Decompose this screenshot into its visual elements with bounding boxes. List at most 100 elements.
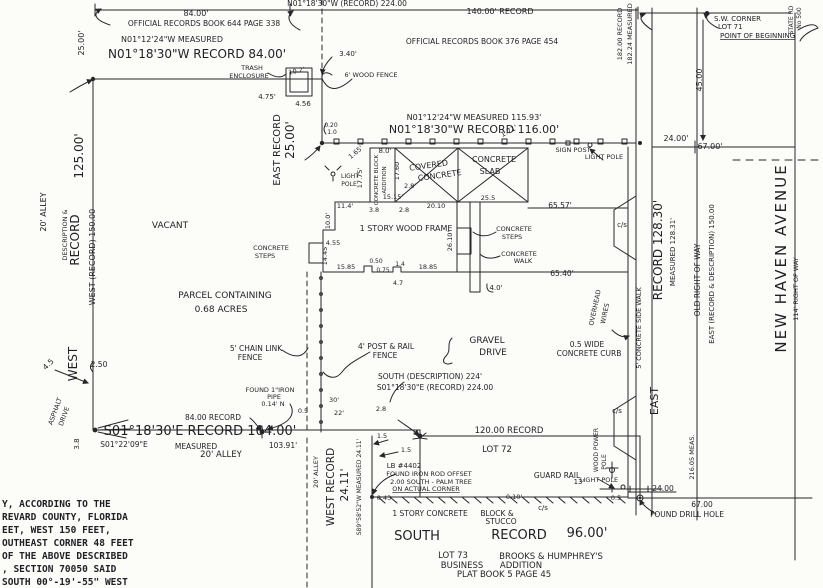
survey-label: ON ACTUAL CORNER — [392, 485, 460, 493]
survey-label: 67.00' — [697, 142, 722, 151]
survey-label: OF THE ABOVE DESCRIBED — [2, 551, 128, 562]
dimension-lines — [94, 3, 819, 505]
top-dim-84: 84.00' — [183, 9, 208, 18]
wood-frame-label: 1 STORY WOOD FRAME — [360, 224, 453, 233]
survey-label: N01°18'30"W RECORD 116.00' — [389, 123, 559, 136]
survey-label: EET, WEST 150 FEET, — [2, 525, 111, 536]
wood-fence-posts — [333, 138, 628, 145]
found-iron-pipe-label: FOUND 1"IRON — [245, 386, 294, 394]
survey-label: RECORD — [491, 528, 547, 543]
survey-label: 0.5 — [298, 407, 308, 415]
survey-label: 10.2' — [288, 65, 306, 76]
survey-label: 17.60 — [393, 162, 401, 181]
survey-label: 1.5 — [401, 446, 411, 454]
survey-label: 216.05 MEAS. — [688, 434, 696, 479]
survey-label: STATE RD — [788, 5, 795, 34]
concrete-slab-label: CONCRETE — [472, 155, 516, 164]
survey-label: 18.85 — [419, 263, 438, 271]
survey-label: 96.00' — [567, 526, 608, 541]
survey-label: ADDITION — [500, 561, 542, 571]
survey-label: 20.10 — [427, 202, 446, 210]
concrete-steps-west-label: CONCRETE — [253, 244, 289, 252]
survey-label: 0.5 — [611, 494, 621, 502]
sidewalk-label: 5' CONCRETE SIDE WALK — [635, 287, 643, 369]
survey-label: 24.11' — [339, 469, 351, 502]
survey-label: 1.0 — [327, 129, 337, 136]
survey-label: 14.45 — [321, 247, 329, 266]
survey-label: 2.50 — [91, 360, 108, 369]
south-alley-label: 20' ALLEY — [200, 450, 243, 460]
survey-label: BLOCK & — [480, 509, 513, 518]
survey-label: 24.00' — [663, 134, 688, 143]
south-line-label: SOUTH — [394, 529, 440, 544]
survey-label: 120.00 RECORD — [475, 426, 544, 436]
survey-label: 25.5 — [481, 194, 495, 202]
leader-lines — [54, 8, 819, 515]
survey-label: No 500 — [796, 7, 803, 29]
lot-73-label: LOT 73 — [438, 551, 468, 561]
survey-label: 0.43 — [377, 494, 391, 502]
survey-label: MEASURED 128.31' — [669, 218, 677, 286]
survey-label: 15.85 — [337, 263, 356, 271]
north-line-record: N01°18'30"W RECORD 84.00' — [108, 47, 286, 61]
survey-label: ADDITION — [382, 166, 388, 193]
survey-label: SOUTH (DESCRIPTION) 224' — [378, 372, 482, 381]
old-row-label: OLD RIGHT OF WAY — [693, 243, 702, 316]
survey-label: 1.65' — [347, 144, 365, 161]
survey-label: 2.8' — [404, 182, 416, 190]
pole-symbols — [324, 140, 626, 490]
survey-label: WIRES — [599, 302, 611, 324]
survey-label: S89°58'52"W MEASURED 24.11' — [356, 438, 363, 535]
survey-label: c/s — [612, 407, 622, 415]
survey-label: 0.50 — [369, 258, 383, 265]
survey-label: , SECTION 70050 SAID — [2, 564, 117, 575]
survey-label: 3.8 — [369, 206, 379, 214]
east-line-record: RECORD 128.30' — [651, 200, 665, 300]
trash-enclosure — [285, 67, 313, 97]
survey-label: SLAB — [480, 167, 501, 176]
survey-label: FENCE — [373, 351, 398, 360]
survey-label: DRIVE — [479, 348, 507, 358]
west-line-dim: 125.00' — [72, 133, 86, 178]
concrete-block-addition-label: CONCRETE BLOCK — [374, 154, 380, 205]
survey-label: N01°12'24"W MEASURED — [121, 35, 223, 44]
description-text: Y, ACCORDING TO THE — [2, 499, 111, 510]
survey-label: 4.7 — [393, 279, 403, 287]
survey-label: LOT 71 — [718, 23, 743, 31]
survey-label: MEASURED — [175, 442, 218, 451]
gravel-drive-label: GRAVEL — [469, 336, 504, 346]
found-drill-hole-label: FOUND DRILL HOLE — [650, 510, 724, 519]
survey-label: 65.57' — [548, 201, 572, 210]
light-pole-label: LIGHT POLE — [585, 153, 623, 161]
light-pole-icon — [330, 171, 336, 177]
survey-label: LIGHT — [341, 173, 359, 180]
survey-label: POLE — [601, 454, 608, 470]
survey-label: ENCLOSURE — [229, 72, 269, 80]
survey-label: POLE — [341, 181, 357, 188]
labels-layer: 84.00'N01°18'30"W (RECORD) 224.00140.00'… — [2, 0, 803, 588]
survey-label: WEST — [66, 346, 80, 381]
lot-72-label: LOT 72 — [482, 445, 512, 455]
survey-label: 30' — [329, 396, 339, 404]
survey-label: S01°22'09"E — [100, 440, 148, 449]
survey-label: CONCRETE CURB — [557, 349, 622, 358]
plat-book-ref: PLAT BOOK 5 PAGE 45 — [457, 570, 551, 580]
survey-label: 103.91' — [269, 441, 297, 450]
survey-label: STUCCO — [485, 517, 516, 526]
survey-label: WEST RECORD — [325, 448, 337, 526]
survey-label: S01°18'30"E (RECORD) 224.00 — [377, 383, 494, 392]
concrete-steps-east-label: CONCRETE — [496, 225, 532, 233]
survey-label: 13' — [574, 478, 585, 486]
guard-rail-label: GUARD RAIL — [534, 471, 581, 480]
subdivision-name: BROOKS & HUMPHREY'S — [499, 552, 603, 562]
survey-label: FENCE — [238, 353, 263, 362]
sign-post-label: SIGN POST — [555, 146, 590, 154]
survey-label: c/s — [538, 504, 548, 512]
survey-label: N01°12'24"W MEASURED 115.93' — [407, 113, 542, 122]
survey-label: 25.00' — [283, 121, 297, 159]
trash-enclosure-label: TRASH — [240, 64, 263, 72]
found-iron-rod-label: LB #4402 — [387, 462, 422, 470]
vacant-label: VACANT — [152, 221, 189, 231]
survey-label: 182.24 MEASURED — [626, 3, 634, 64]
